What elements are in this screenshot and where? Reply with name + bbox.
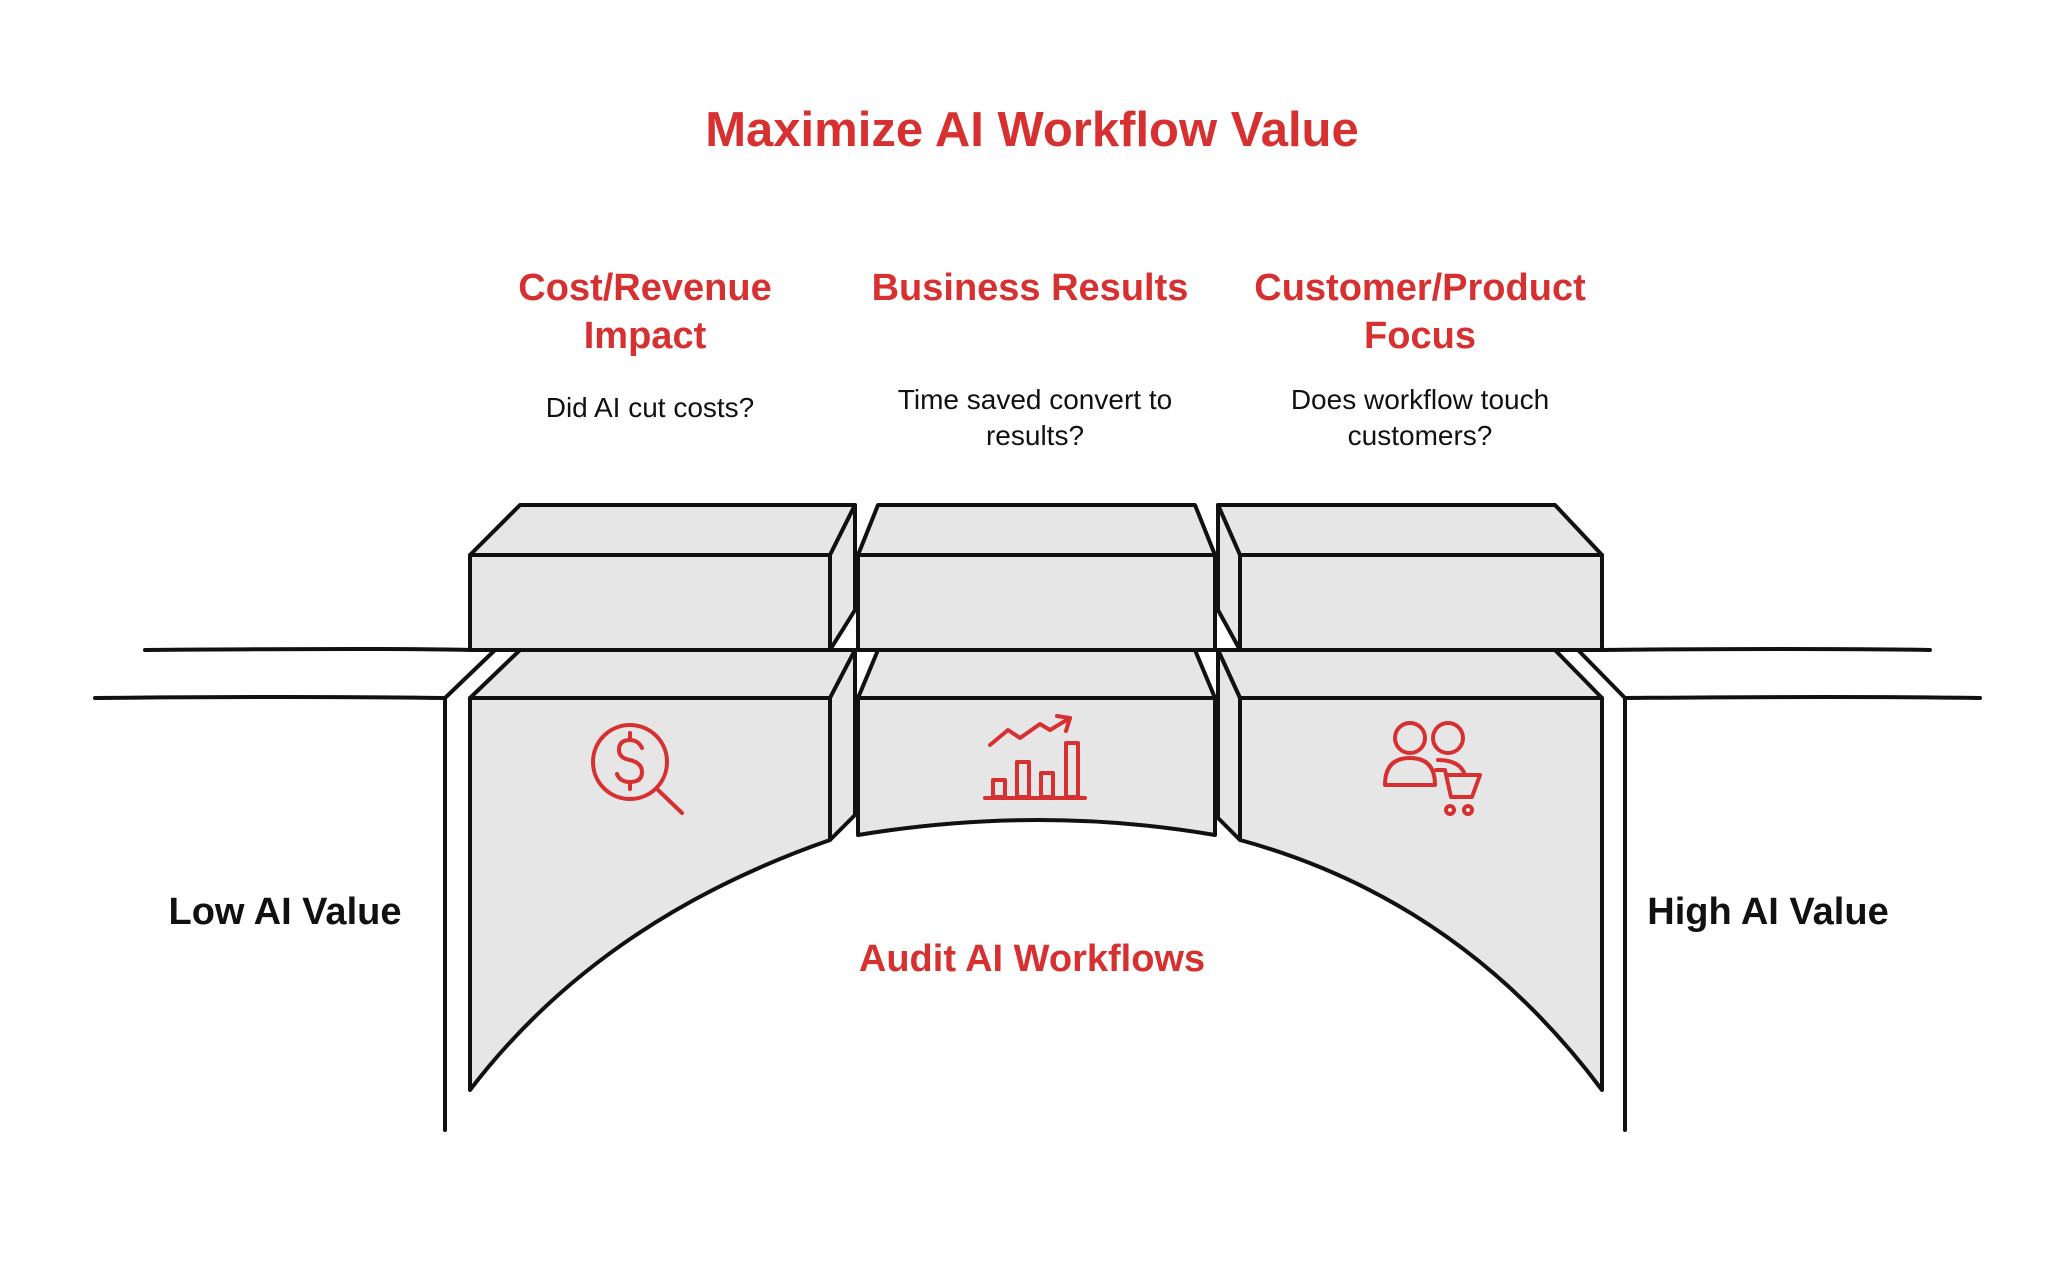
ground-line-upper bbox=[143, 647, 1932, 652]
pillar-question-customer-product: Does workflow touch customers? bbox=[1290, 384, 1550, 451]
arch-stone-left bbox=[443, 648, 857, 1092]
diagram-title: Maximize AI Workflow Value bbox=[705, 103, 1359, 157]
pillar-heading-cost-revenue: Cost/Revenue Impact bbox=[518, 267, 772, 357]
customers-cart-icon bbox=[1383, 721, 1482, 816]
pillar-heading-business-results: Business Results bbox=[871, 267, 1189, 309]
dollar-magnifier-icon bbox=[591, 723, 684, 815]
top-block-left bbox=[468, 503, 857, 652]
right-bank-label: High AI Value bbox=[1647, 891, 1889, 933]
pillar-heading-customer-product: Customer/Product Focus bbox=[1254, 267, 1586, 357]
pillar-question-business-results: Time saved convert to results? bbox=[897, 384, 1173, 451]
arch-stone-middle bbox=[856, 648, 1217, 837]
ground-line-lower bbox=[93, 695, 1982, 700]
pillar-question-cost-revenue: Did AI cut costs? bbox=[545, 392, 755, 423]
top-block-middle bbox=[856, 503, 1217, 652]
arch-stone-right bbox=[1216, 648, 1627, 1092]
arch-label: Audit AI Workflows bbox=[858, 938, 1206, 980]
top-block-right bbox=[1216, 503, 1604, 652]
left-bank-label: Low AI Value bbox=[168, 891, 402, 933]
growth-chart-icon bbox=[983, 714, 1087, 800]
